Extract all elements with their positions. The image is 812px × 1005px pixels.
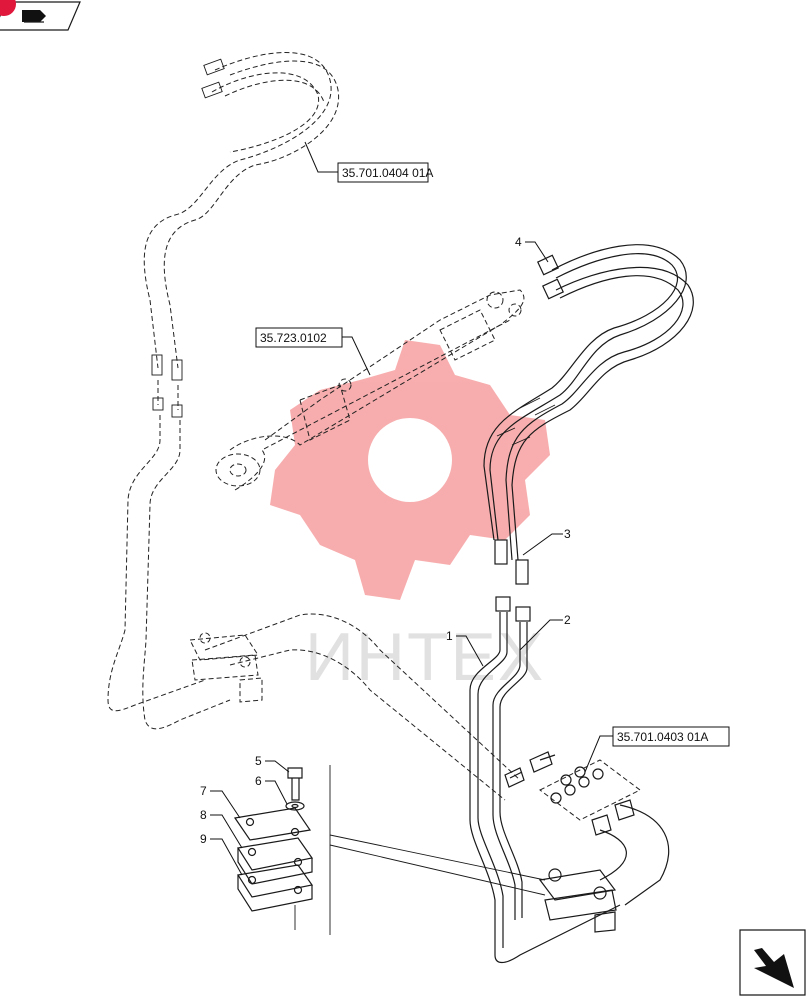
- hose-fitting-3b: [515, 559, 529, 585]
- hose-fitting-4a: [536, 254, 560, 276]
- hose-fitting: [151, 58, 225, 381]
- ref-label: 35.723.0102: [260, 331, 327, 345]
- left-rigid-pipes: [107, 415, 521, 801]
- clamp-half-9[interactable]: [237, 864, 314, 912]
- bolt-5[interactable]: [287, 767, 303, 801]
- valve-block[interactable]: [539, 759, 641, 821]
- clamp-plate-7[interactable]: [233, 807, 312, 841]
- callout-1: 1: [446, 629, 453, 643]
- callout-2: 2: [564, 613, 571, 627]
- watermark-gear-icon: [270, 340, 550, 600]
- ref-box-hose-upper[interactable]: 35.701.0404 01A: [304, 141, 433, 183]
- clamp-half-8[interactable]: [237, 837, 314, 885]
- lower-clamp[interactable]: [538, 868, 617, 933]
- upper-clamp: [189, 632, 263, 703]
- ref-box-valve[interactable]: 35.701.0403 01A: [584, 726, 730, 773]
- right-hose-assembly[interactable]: [483, 244, 694, 585]
- next-page-arrow-icon[interactable]: [739, 929, 806, 996]
- hose-fitting-4b: [541, 278, 565, 300]
- callout-9: 9: [200, 832, 207, 846]
- corner-badge: [0, 0, 16, 16]
- ref-label: 35.701.0404 01A: [342, 166, 433, 180]
- callouts: 4 3 1 2 5 6 7 8 9: [200, 235, 571, 876]
- callout-6: 6: [255, 774, 262, 788]
- callout-4: 4: [515, 235, 522, 249]
- callout-3: 3: [564, 527, 571, 541]
- hose-fitting-3a: [494, 539, 508, 565]
- exploded-clamp-parts: [233, 765, 546, 935]
- ref-label: 35.701.0403 01A: [617, 730, 708, 744]
- callout-5: 5: [255, 754, 262, 768]
- ref-box-cylinder[interactable]: 35.723.0102: [255, 327, 371, 376]
- watermark-text: ИНТЕХ: [305, 619, 545, 695]
- callout-8: 8: [200, 808, 207, 822]
- navigate-back-icon[interactable]: [0, 1, 81, 31]
- watermark: ИНТЕХ: [270, 340, 550, 695]
- callout-7: 7: [200, 784, 207, 798]
- right-rigid-pipes[interactable]: [469, 596, 670, 964]
- upper-hose-assembly: [143, 52, 340, 418]
- hydraulic-cylinder: [215, 289, 525, 491]
